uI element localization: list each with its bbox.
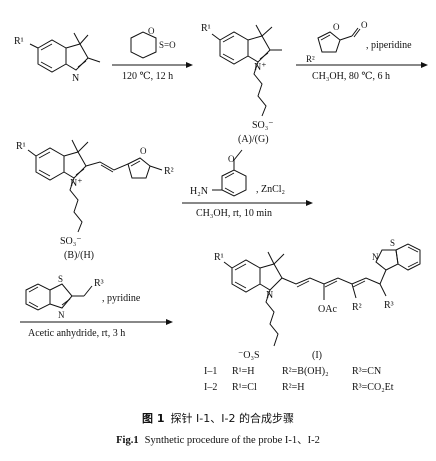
propane-sultone: S=O O — [130, 26, 176, 59]
row2-r3: R³=CO₂Et — [352, 382, 394, 393]
step4-reagent: , pyridine — [102, 293, 141, 304]
row1-r1: R¹=H — [232, 366, 255, 377]
oac-label: OAc — [318, 304, 337, 315]
caption-cn-text: 探针 I-1、I-2 的合成步骤 — [170, 412, 294, 425]
step3-reagent: , ZnCl₂ — [256, 184, 285, 195]
thiazole-s-i: S — [390, 238, 395, 248]
benzothiazole-reagent: S N R³ , pyridine — [25, 274, 141, 320]
r2-label-i: R² — [352, 302, 362, 313]
p-anisidine-reagent: O H₂N , ZnCl₂ — [190, 149, 285, 197]
compound-bh-label: (B)/(H) — [64, 250, 94, 261]
step3-conditions: CH₃OH, rt, 10 min — [196, 208, 272, 219]
sultone-o: O — [148, 26, 155, 36]
n-plus-atom-bh: N⁺ — [70, 178, 83, 189]
caption-english: Fig.1 Synthetic procedure of the probe I-… — [0, 432, 436, 447]
r1-label-i: R¹ — [214, 252, 224, 263]
o3s-label-i: ⁻O₃S — [238, 350, 260, 361]
furan-o-bh: O — [140, 146, 147, 156]
r3-label-reagent: R³ — [94, 278, 104, 289]
row1-r2: R²=B(OH)₂ — [282, 366, 329, 377]
r1-label-bh: R¹ — [16, 141, 26, 152]
compound-bh-structure: R¹ N⁺ O R² SO₃⁻ (B)/(H) — [16, 139, 174, 261]
caption-cn-number: 图 1 — [142, 412, 165, 425]
r2-label-furan: R² — [306, 54, 315, 64]
sultone-s-o2: S=O — [159, 40, 176, 50]
step2-reagent: , piperidine — [366, 40, 412, 51]
so3-label-bh: SO₃⁻ — [60, 236, 82, 247]
row2-r2: R²=H — [282, 382, 305, 393]
thiazole-n-i: N — [372, 252, 379, 262]
indolenine-starting-material: R¹ N — [14, 32, 101, 84]
row2-r1: R¹=Cl — [232, 382, 257, 393]
aldehyde-o: O — [361, 20, 368, 30]
reaction-arrow-4: Acetic anhydride, rt, 3 h — [20, 319, 173, 339]
step1-conditions: 120 ℃, 12 h — [122, 71, 173, 82]
h2n-label: H₂N — [190, 186, 208, 197]
n-atom: N — [72, 73, 79, 84]
row1-id: I–1 — [204, 366, 217, 377]
caption-en-text: Synthetic procedure of the probe I-1、I-2 — [144, 435, 320, 446]
furan-aldehyde-reagent: O O R² , piperidine — [306, 20, 412, 64]
reaction-arrow-1: 120 ℃, 12 h — [112, 62, 193, 82]
so3-label-ag: SO₃⁻ — [252, 120, 274, 131]
compound-ag-structure: R¹ N⁺ SO₃⁻ (A)/(G) — [201, 23, 282, 145]
r1-label-ag: R¹ — [201, 23, 211, 34]
reaction-arrow-2: CH₃OH, 80 ℃, 6 h — [296, 62, 428, 82]
substituent-table: I–1 R¹=H R²=B(OH)₂ R³=CN I–2 R¹=Cl R²=H … — [204, 366, 394, 393]
thiazole-n: N — [58, 310, 65, 320]
furan-o: O — [333, 22, 340, 32]
step4-conditions: Acetic anhydride, rt, 3 h — [28, 328, 125, 339]
compound-ag-label: (A)/(G) — [238, 134, 269, 145]
thiazole-s: S — [58, 274, 63, 284]
r3-label-i: R³ — [384, 300, 394, 311]
compound-i-structure: R¹ N OAc R² R³ N S ⁻O₃S (I) — [214, 238, 421, 361]
caption-en-number: Fig.1 — [116, 435, 139, 446]
n-plus-atom-ag: N⁺ — [254, 62, 267, 73]
n-atom-i: N — [266, 290, 273, 301]
step2-conditions: CH₃OH, 80 ℃, 6 h — [312, 71, 390, 82]
caption-chinese: 图 1 探针 I-1、I-2 的合成步骤 — [0, 410, 436, 426]
row2-id: I–2 — [204, 382, 217, 393]
r2-label-bh: R² — [164, 166, 174, 177]
row1-r3: R³=CN — [352, 366, 381, 377]
methoxy-o: O — [228, 154, 235, 164]
compound-i-label: (I) — [312, 350, 322, 361]
r1-label: R¹ — [14, 36, 24, 47]
reaction-arrow-3: CH₃OH, rt, 10 min — [182, 200, 313, 219]
